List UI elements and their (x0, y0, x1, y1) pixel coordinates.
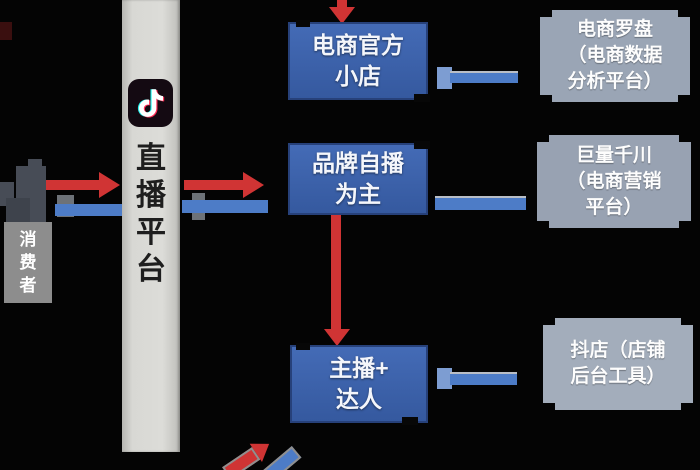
tool-label-line: 后台工具） (570, 366, 666, 387)
top-down-arrow (337, 0, 347, 9)
node-official-shop: 电商官方 小店 (288, 22, 428, 100)
consumer-char: 费 (19, 253, 37, 272)
shop-to-compass-line (450, 71, 518, 83)
corner-notch (402, 417, 418, 425)
tool-doudian: 抖店（店铺 后台工具） (543, 318, 693, 410)
brand-to-anchor-line (331, 213, 341, 331)
corner-notch (414, 141, 430, 149)
platform-bar-label: 直 播 平 台 (122, 140, 180, 288)
brand-to-qianchuan-line (435, 196, 526, 210)
tool-label-line: 巨量千川 (575, 144, 652, 166)
brand-to-platform-line (182, 200, 268, 213)
brand-to-anchor-arrowhead (324, 329, 350, 346)
node-anchor-talent: 主播+ 达人 (290, 345, 428, 423)
bottom-red-diagonal-arrow (220, 434, 276, 470)
node-label-line: 主播+ (329, 355, 389, 381)
corner-notch (296, 20, 310, 27)
node-brand-self-broadcast: 品牌自播 为主 (288, 143, 428, 215)
node-label-line: 电商官方 (312, 32, 404, 58)
platform-char: 平 (136, 216, 166, 249)
node-label-line: 达人 (336, 386, 382, 412)
consumer-char: 消 (19, 230, 37, 249)
tool-juliang-qianchuan: 巨量千川 （电商营销 平台） (537, 135, 691, 228)
platform-to-brand-arrowhead (243, 172, 264, 198)
consumer-figure-icon (28, 159, 42, 169)
tool-label-line: 电商罗盘 (576, 19, 653, 40)
anchor-to-doudian-line (450, 372, 517, 385)
cropped-red-mark (0, 22, 12, 40)
corner-notch (414, 94, 430, 102)
platform-to-consumer-line (55, 204, 122, 216)
node-label-line: 为主 (335, 181, 381, 207)
node-label-line: 小店 (335, 63, 381, 89)
node-label-line: 品牌自播 (312, 150, 404, 176)
platform-char: 直 (136, 142, 166, 175)
platform-to-brand-arrow (184, 180, 244, 190)
tool-label-line: 抖店（店铺 (570, 340, 666, 361)
consumer-label: 消 费 者 (4, 222, 52, 303)
top-down-arrowhead (329, 7, 355, 24)
consumer-to-platform-arrow (46, 180, 102, 190)
corner-notch (296, 343, 310, 350)
tool-label-line: 平台） (585, 196, 643, 218)
connector-tab (437, 67, 452, 89)
tool-label-line: （电商营销 (566, 170, 662, 192)
consumer-to-platform-arrowhead (99, 172, 120, 198)
platform-char: 台 (136, 253, 166, 286)
consumer-char: 者 (19, 276, 37, 295)
connector-tab (437, 368, 452, 389)
platform-bar (122, 0, 180, 452)
tool-label-line: 分析平台） (567, 71, 663, 92)
platform-char: 播 (136, 179, 166, 212)
tool-label-line: （电商数据 (567, 45, 663, 66)
tiktok-icon (128, 79, 173, 127)
consumer-figure-icon (6, 198, 30, 222)
tool-ecom-compass: 电商罗盘 （电商数据 分析平台） (540, 10, 690, 102)
